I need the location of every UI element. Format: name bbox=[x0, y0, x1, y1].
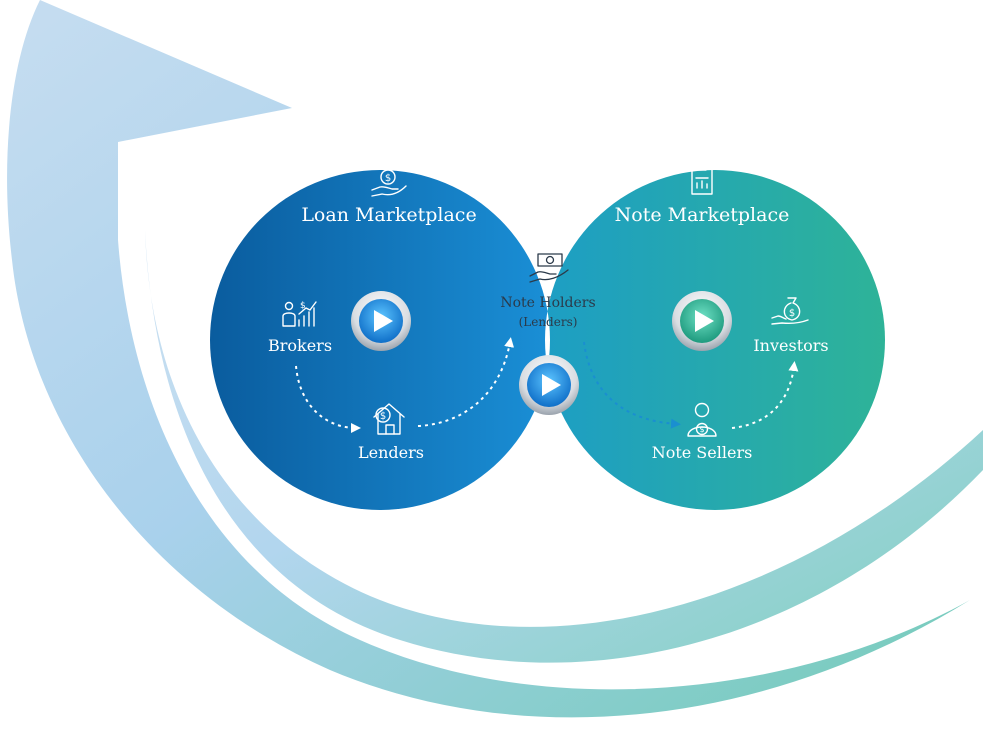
svg-text:$: $ bbox=[385, 173, 391, 184]
people-growth-icon: $ bbox=[282, 301, 317, 327]
note-play-button[interactable] bbox=[672, 291, 732, 351]
investors-label: Investors bbox=[753, 336, 828, 355]
loan-marketplace-title: Loan Marketplace bbox=[301, 204, 476, 226]
house-dollar-icon: $ bbox=[373, 403, 405, 435]
svg-text:$: $ bbox=[789, 308, 795, 319]
note-holders-title: Note Holders bbox=[500, 295, 595, 311]
note-holders-subtitle: (Lenders) bbox=[519, 315, 578, 329]
flow-lenders-to-note-holders bbox=[417, 337, 515, 427]
flow-brokers-to-lenders bbox=[295, 365, 361, 433]
svg-text:$: $ bbox=[380, 411, 386, 422]
hand-cash-icon bbox=[529, 253, 569, 283]
svg-text:$: $ bbox=[300, 301, 306, 311]
hand-coin-icon: $ bbox=[371, 169, 407, 197]
lenders-label: Lenders bbox=[358, 443, 424, 462]
swoosh-arrow bbox=[7, 0, 983, 718]
note-marketplace-title: Note Marketplace bbox=[615, 204, 790, 226]
money-bag-hand-icon: $ bbox=[771, 297, 809, 325]
note-sellers-label: Note Sellers bbox=[652, 443, 753, 462]
flow-note-holders-to-note-sellers bbox=[583, 341, 681, 429]
overlap-play-button[interactable] bbox=[519, 355, 579, 415]
flow-note-sellers-to-investors bbox=[731, 361, 799, 429]
brokers-label: Brokers bbox=[268, 336, 332, 355]
loan-play-button[interactable] bbox=[351, 291, 411, 351]
svg-text:$: $ bbox=[699, 425, 704, 434]
clipboard-chart-icon bbox=[691, 165, 713, 195]
person-dollar-icon: $ bbox=[687, 402, 717, 437]
